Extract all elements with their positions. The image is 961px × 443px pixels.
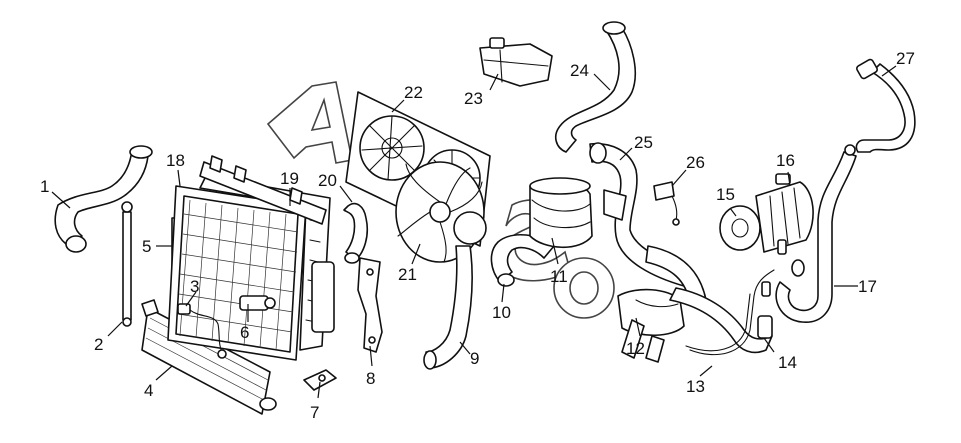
ac-compressor: [719, 173, 814, 255]
fan-switch: [239, 295, 276, 311]
bleed-hose: [343, 202, 369, 264]
callout-26: 26: [686, 153, 705, 172]
callout-labels: 1 2 3 4 5 6 7 8 9 10 11 12 13 14 15 16 1…: [40, 49, 915, 422]
callout-22: 22: [404, 83, 423, 102]
callout-1: 1: [40, 177, 49, 196]
callout-10: 10: [492, 303, 511, 322]
drain-rod: [121, 201, 133, 327]
callout-24: 24: [570, 61, 589, 80]
callout-12: 12: [626, 339, 645, 358]
callout-16: 16: [776, 151, 795, 170]
callout-25: 25: [634, 133, 653, 152]
temperature-sensor: [177, 303, 227, 359]
condenser: [167, 185, 307, 361]
callout-13: 13: [686, 377, 705, 396]
callout-14: 14: [778, 353, 797, 372]
callout-5: 5: [142, 237, 151, 256]
callout-4: 4: [144, 381, 153, 400]
watermark-letter-a: [266, 81, 353, 164]
radiator: [199, 175, 335, 351]
callout-11: 11: [550, 267, 568, 286]
callout-7: 7: [310, 403, 319, 422]
leader-lines: [51, 65, 897, 399]
watermark-letter-o-inner: [569, 271, 599, 305]
auxiliary-pump: [617, 288, 685, 363]
expansion-tank: [479, 37, 553, 87]
callout-21: 21: [398, 265, 417, 284]
callout-19: 19: [280, 169, 299, 188]
wiring-harness: [855, 58, 916, 153]
callout-15: 15: [716, 185, 735, 204]
callout-27: 27: [896, 49, 915, 68]
callout-2: 2: [94, 335, 103, 354]
radiator-hose-upper: [54, 145, 153, 253]
radiator-top-bracket: [199, 155, 327, 225]
mounting-clip: [303, 369, 337, 391]
ac-hose: [775, 144, 857, 323]
level-sensor: [653, 181, 680, 226]
callout-8: 8: [366, 369, 375, 388]
callout-18: 18: [166, 151, 185, 170]
deflector-bracket: [357, 257, 383, 353]
callout-9: 9: [470, 349, 479, 368]
refrigerant-line-valve: [757, 281, 773, 339]
radiator-hose-lower: [423, 245, 473, 370]
cooling-fan: [395, 161, 487, 263]
callout-20: 20: [318, 171, 337, 190]
callout-3: 3: [190, 277, 199, 296]
callout-6: 6: [240, 323, 249, 342]
resonator: [529, 177, 593, 248]
coolant-pipe: [589, 142, 707, 305]
callout-23: 23: [464, 89, 483, 108]
heater-hose-long: [554, 21, 636, 153]
callout-17: 17: [858, 277, 877, 296]
